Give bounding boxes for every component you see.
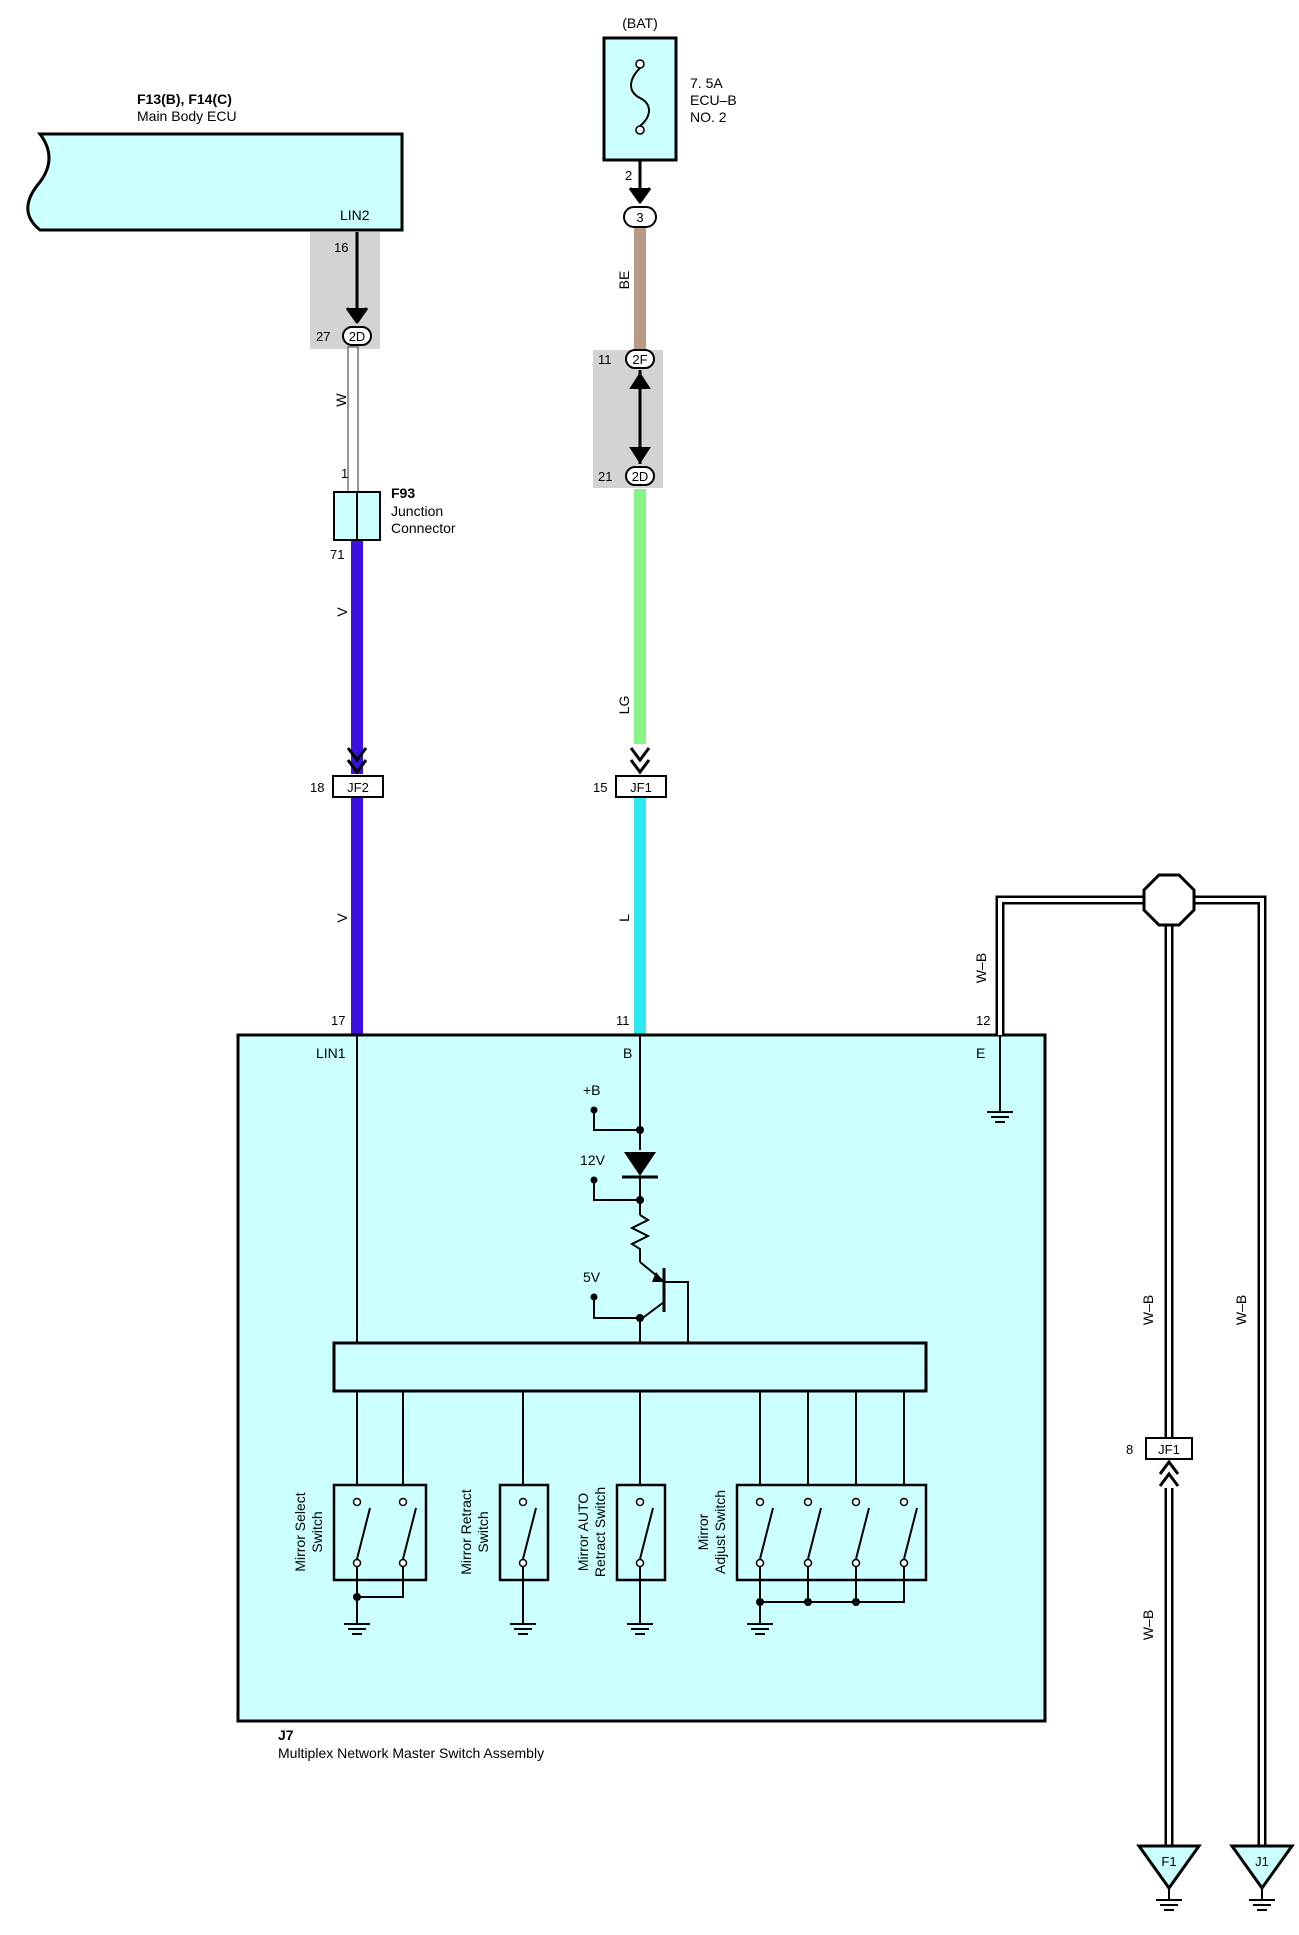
connector-shade-2f-2d bbox=[593, 350, 663, 488]
svg-text:ECU–B: ECU–B bbox=[690, 92, 737, 108]
wire-be bbox=[634, 228, 646, 350]
wire-w bbox=[347, 346, 359, 493]
j7-master-switch-assembly: LIN1 B E J7 Multiplex Network Master Swi… bbox=[236, 1033, 1047, 1761]
connector-jf1-right bbox=[1145, 1437, 1193, 1460]
svg-text:W–B: W–B bbox=[1233, 1295, 1249, 1325]
svg-text:J1: J1 bbox=[1255, 1854, 1269, 1869]
svg-text:Mirror Retract: Mirror Retract bbox=[458, 1489, 474, 1575]
ground-wire-chain: 12 W–B W–B JF1 8 W–B W–B F1 J1 bbox=[973, 873, 1295, 1911]
resistor-icon bbox=[629, 1214, 651, 1262]
ground-point-j1 bbox=[1229, 1844, 1295, 1891]
svg-text:JF2: JF2 bbox=[347, 780, 369, 795]
svg-text:Switch: Switch bbox=[475, 1511, 491, 1552]
svg-text:V: V bbox=[334, 607, 350, 617]
connector-2d-top bbox=[342, 326, 372, 346]
svg-text:Mirror AUTO: Mirror AUTO bbox=[575, 1493, 591, 1571]
control-bus bbox=[332, 1341, 928, 1393]
svg-text:5V: 5V bbox=[583, 1269, 601, 1285]
wire-v-lower bbox=[351, 798, 363, 1035]
svg-text:L: L bbox=[616, 914, 632, 922]
svg-text:Mirror: Mirror bbox=[695, 1513, 711, 1550]
connector-jf2-pin: 18 bbox=[310, 780, 324, 795]
wire-l bbox=[634, 798, 646, 1035]
diode-icon bbox=[624, 1152, 656, 1176]
j7-pin-17: 17 bbox=[331, 1013, 345, 1028]
ecu-pin-16: 16 bbox=[334, 240, 348, 255]
connector-2d-mid-pin: 21 bbox=[598, 469, 612, 484]
mirror-select-switch: Mirror Select Switch bbox=[292, 1391, 428, 1635]
svg-text:Mirror Select: Mirror Select bbox=[292, 1492, 308, 1571]
arrow-bidirectional-icon bbox=[629, 372, 651, 464]
svg-text:Junction: Junction bbox=[391, 503, 443, 519]
wire-v-upper bbox=[351, 541, 363, 774]
arrow-down-icon bbox=[628, 187, 652, 204]
svg-text:2F: 2F bbox=[632, 352, 647, 367]
mirror-adjust-switch: Mirror Adjust Switch bbox=[695, 1391, 928, 1635]
svg-text:Switch: Switch bbox=[309, 1511, 325, 1552]
svg-text:W–B: W–B bbox=[973, 953, 989, 983]
arrow-double-down-icon bbox=[346, 747, 368, 775]
mirror-auto-retract-switch: Mirror AUTO Retract Switch bbox=[575, 1391, 667, 1635]
main-body-ecu: F13(B), F14(C) Main Body ECU LIN2 bbox=[26, 91, 404, 232]
svg-text:W–B: W–B bbox=[1140, 1610, 1156, 1640]
lin-wire-chain: 16 2D 27 W 1 F93 Junction Connector 71 V… bbox=[310, 232, 456, 1035]
svg-text:NO. 2: NO. 2 bbox=[690, 109, 727, 125]
ecu-name: Main Body ECU bbox=[137, 108, 237, 124]
svg-text:BE: BE bbox=[616, 271, 632, 290]
svg-text:2D: 2D bbox=[349, 329, 366, 344]
connector-jf1-top bbox=[615, 775, 667, 798]
f93-pin-71: 71 bbox=[330, 547, 344, 562]
ground-point-f1 bbox=[1136, 1844, 1202, 1891]
f93-pin-1: 1 bbox=[341, 466, 348, 481]
fuse-pin-2: 2 bbox=[625, 168, 632, 183]
j7-terminal-lin1: LIN1 bbox=[316, 1045, 346, 1061]
j7-terminal-b: B bbox=[623, 1045, 632, 1061]
svg-text:JF1: JF1 bbox=[630, 780, 652, 795]
connector-3 bbox=[623, 206, 657, 228]
connector-jf1-top-pin: 15 bbox=[593, 780, 607, 795]
connector-2f bbox=[625, 349, 655, 369]
ecu-connectors: F13(B), F14(C) bbox=[137, 91, 232, 107]
svg-text:12V: 12V bbox=[580, 1152, 606, 1168]
power-wire-chain: (BAT) 7. 5A ECU–B NO. 2 2 3 BE 2F 11 2D … bbox=[593, 15, 737, 1035]
j7-name: Multiplex Network Master Switch Assembly bbox=[278, 1745, 544, 1761]
svg-text:Retract Switch: Retract Switch bbox=[592, 1487, 608, 1577]
svg-text:W–B: W–B bbox=[1140, 1295, 1156, 1325]
connector-jf1-right-pin: 8 bbox=[1126, 1442, 1133, 1457]
svg-text:V: V bbox=[334, 913, 350, 923]
arrow-double-up-icon bbox=[1158, 1459, 1180, 1487]
svg-text:2D: 2D bbox=[632, 469, 649, 484]
fuse-icon bbox=[630, 67, 650, 127]
svg-text:3: 3 bbox=[636, 210, 643, 225]
ecu-terminal-lin2: LIN2 bbox=[340, 207, 370, 223]
connector-jf2 bbox=[332, 775, 384, 798]
f93-id: F93 bbox=[391, 485, 415, 501]
j7-terminal-e: E bbox=[976, 1045, 985, 1061]
svg-text:7. 5A: 7. 5A bbox=[690, 75, 723, 91]
j7-pin-12: 12 bbox=[976, 1013, 990, 1028]
mirror-retract-switch: Mirror Retract Switch bbox=[458, 1391, 550, 1635]
svg-text:LG: LG bbox=[616, 696, 632, 715]
arrow-double-down-icon bbox=[629, 747, 651, 775]
svg-text:+B: +B bbox=[583, 1082, 601, 1098]
j7-pin-11: 11 bbox=[616, 1013, 630, 1028]
connector-2f-pin: 11 bbox=[598, 352, 612, 367]
svg-text:JF1: JF1 bbox=[1158, 1442, 1180, 1457]
j7-id: J7 bbox=[278, 1727, 294, 1743]
svg-text:F1: F1 bbox=[1161, 1854, 1176, 1869]
splice-point-icon bbox=[1142, 873, 1196, 927]
connector-2d-top-pin: 27 bbox=[316, 329, 330, 344]
arrow-down-icon bbox=[345, 307, 369, 324]
connector-2d-mid bbox=[625, 466, 655, 486]
svg-text:W: W bbox=[333, 393, 349, 407]
svg-text:Adjust Switch: Adjust Switch bbox=[712, 1490, 728, 1574]
wire-lg bbox=[634, 489, 646, 744]
svg-text:Connector: Connector bbox=[391, 520, 456, 536]
battery-label: (BAT) bbox=[622, 15, 658, 31]
